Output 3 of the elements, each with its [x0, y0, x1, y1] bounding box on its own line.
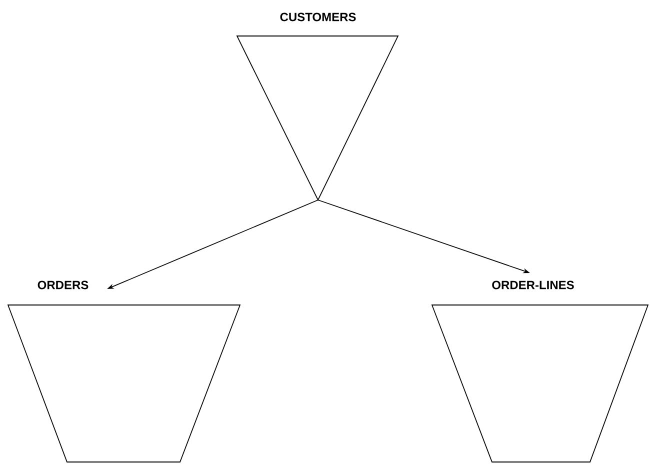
node-label: ORDERS [38, 280, 88, 290]
node-label: CUSTOMERS [280, 12, 356, 22]
node-label: ORDER-LINES [492, 280, 574, 290]
